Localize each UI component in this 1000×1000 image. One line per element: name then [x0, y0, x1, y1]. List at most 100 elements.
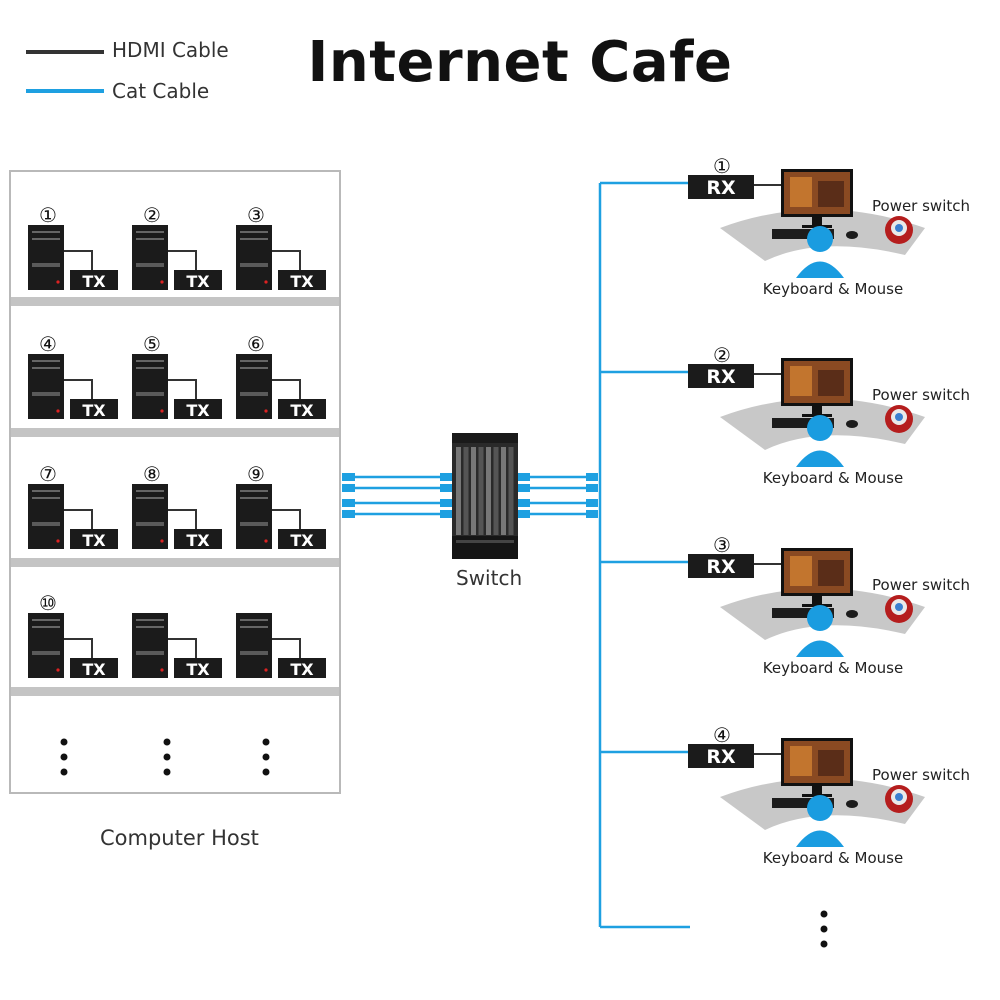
power-switch-center [895, 413, 903, 421]
rj45-connector [440, 484, 453, 492]
hdmi-cable-line [272, 379, 301, 399]
host-number-label: ③ [247, 203, 265, 227]
station-number-label: ① [713, 154, 731, 178]
computer-tower-icon [236, 484, 272, 549]
keyboard-icon [772, 229, 834, 239]
hdmi-cable-line [272, 638, 301, 658]
tx-box [174, 399, 222, 419]
tx-label: TX [290, 401, 314, 420]
host-number-label: ④ [39, 332, 57, 356]
host-number-label: ⑧ [143, 462, 161, 486]
more-dot [163, 768, 171, 776]
rx-label: RX [706, 177, 736, 199]
computer-tower-icon [132, 225, 168, 290]
tx-label: TX [82, 401, 106, 420]
tower-slot [136, 238, 164, 240]
tower-slot [32, 522, 60, 526]
tower-slot [136, 626, 164, 628]
switch-module-slot [493, 447, 499, 535]
tx-box [70, 270, 118, 290]
more-dot [262, 768, 270, 776]
rj45-connector [440, 510, 453, 518]
switch-base [452, 536, 518, 559]
computer-tower-icon [132, 484, 168, 549]
power-led [160, 668, 164, 672]
tower-slot [240, 231, 268, 233]
tx-label: TX [186, 531, 210, 550]
screen-art [790, 556, 812, 586]
tower-slot [240, 651, 268, 655]
monitor-stand [812, 596, 822, 605]
tx-label: TX [290, 272, 314, 291]
tx-label: TX [290, 660, 314, 679]
power-switch-label: Power switch [872, 386, 970, 404]
computer-host-label: Computer Host [100, 826, 259, 850]
rx-label: RX [706, 556, 736, 578]
switch-module-slot [463, 447, 469, 535]
power-led [264, 539, 268, 543]
hdmi-cable-line [168, 250, 197, 270]
switch-label: Switch [456, 566, 523, 590]
rj45-connector [518, 499, 530, 507]
more-dot [60, 753, 68, 761]
computer-host-unit: ① TX [28, 203, 118, 291]
more-dot [60, 768, 68, 776]
power-switch-label: Power switch [872, 766, 970, 784]
computer-host-unit: ⑤TX [132, 332, 222, 420]
computer-host-unit: ④ TX [28, 332, 118, 420]
tx-label: TX [82, 272, 106, 291]
power-switch-label: Power switch [872, 197, 970, 215]
computer-tower-icon [28, 354, 64, 419]
switch-module-slot [471, 447, 476, 535]
host-number-label: ⑨ [247, 462, 265, 486]
rj45-connector [342, 484, 355, 492]
monitor-stand [812, 406, 822, 415]
tower-slot [240, 626, 268, 628]
switch-icon [452, 433, 518, 559]
power-led [56, 539, 60, 543]
tx-box [174, 529, 222, 549]
hdmi-cable-line [64, 250, 93, 270]
monitor-stand [812, 217, 822, 226]
power-led [56, 668, 60, 672]
tower-slot [136, 651, 164, 655]
host-number-label: ⑩ [39, 591, 57, 615]
tower-slot [240, 392, 268, 396]
keyboard-icon [772, 608, 834, 618]
keyboard-icon [772, 418, 834, 428]
rx-label: RX [706, 366, 736, 388]
power-led [56, 409, 60, 413]
computer-tower-icon [28, 225, 64, 290]
more-dot [262, 753, 270, 761]
tower-slot [240, 522, 268, 526]
hdmi-cable-line [64, 379, 93, 399]
rx-box [688, 554, 754, 578]
computer-tower-icon [236, 225, 272, 290]
computer-tower-icon [28, 613, 64, 678]
station-number-label: ② [713, 343, 731, 367]
power-led [160, 280, 164, 284]
monitor-stand [812, 786, 822, 795]
tower-slot [136, 522, 164, 526]
screen-art [818, 370, 844, 396]
tx-box [70, 529, 118, 549]
rj45-connector [586, 499, 598, 507]
hdmi-cable-line [272, 250, 301, 270]
tx-box [278, 399, 326, 419]
rack-shelf [11, 428, 339, 437]
mouse-icon [846, 610, 858, 618]
host-number-label: ① [39, 203, 57, 227]
more-dot [820, 910, 828, 918]
tower-slot [32, 490, 60, 492]
more-dot [163, 738, 171, 746]
computer-host-unit: ③ TX [236, 203, 326, 291]
station-number-label: ④ [713, 723, 731, 747]
tower-slot [240, 619, 268, 621]
tower-slot [240, 360, 268, 362]
power-led [160, 539, 164, 543]
screen-art [818, 560, 844, 586]
hdmi-cable-line [168, 509, 197, 529]
user-head-icon [807, 605, 833, 631]
